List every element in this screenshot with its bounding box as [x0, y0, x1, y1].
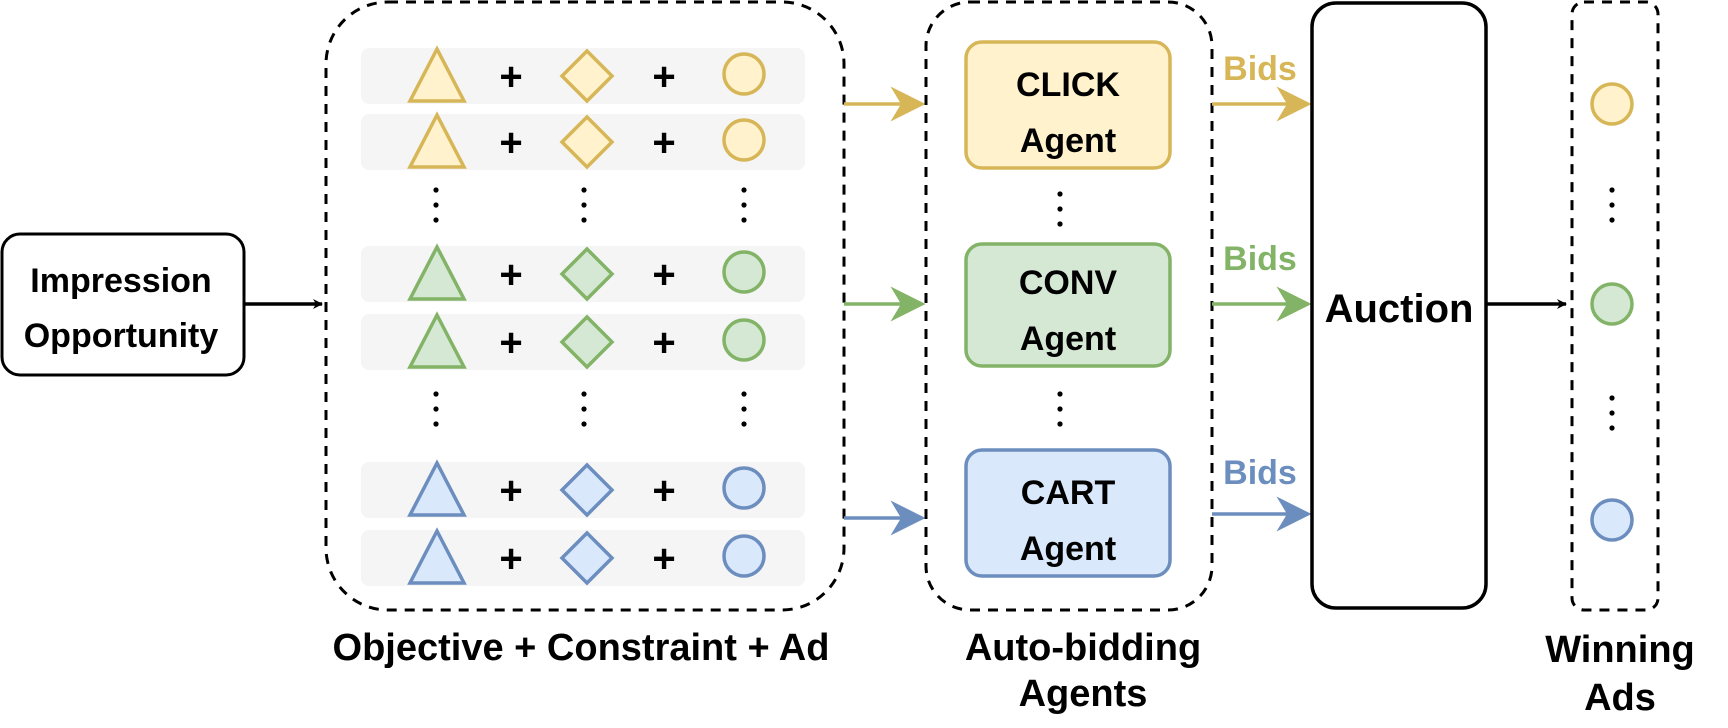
objective-triangle-icon [407, 111, 467, 169]
ellipsis-dot [741, 421, 747, 427]
winning-label-line2: Ads [1584, 677, 1656, 719]
plus-sign: + [652, 321, 675, 365]
plus-sign: + [499, 321, 522, 365]
objective-triangle-icon [407, 311, 467, 369]
ellipsis-dot [433, 391, 439, 397]
ellipsis-dot [581, 406, 587, 412]
plus-sign: + [652, 537, 675, 581]
plus-sign: + [652, 121, 675, 165]
objective-triangle-icon [407, 45, 467, 103]
cart-objective-row: ++ [361, 527, 805, 586]
click-agent-line1: CLICK [1016, 66, 1120, 104]
agents-container [924, 0, 1214, 612]
objective-rows: ++++++++++++ [361, 45, 805, 586]
auction-label: Auction [1325, 287, 1474, 331]
winning-label-line1: Winning [1545, 629, 1695, 671]
objective-ellipsis [433, 391, 747, 427]
ad-circle-icon [722, 250, 766, 294]
plus-sign: + [499, 55, 522, 99]
plus-sign: + [499, 253, 522, 297]
winning-ellipsis-2 [1609, 395, 1615, 431]
ad-circle-icon [722, 52, 766, 96]
winning-ellipsis-1 [1609, 187, 1615, 223]
conv-agent-node: CONV Agent [964, 242, 1172, 368]
conv-agent-line2: Agent [1020, 320, 1116, 358]
constraint-diamond-icon [559, 246, 615, 302]
agents-label-line1: Auto-bidding [965, 627, 1201, 669]
click-bids-label: Bids [1223, 50, 1297, 88]
ellipsis-dot [741, 187, 747, 193]
winning-ad-cart-circle [1590, 498, 1634, 542]
plus-sign: + [499, 537, 522, 581]
ellipsis-dot [741, 202, 747, 208]
constraint-diamond-icon [559, 530, 615, 586]
impression-opportunity-node: Impression Opportunity [0, 232, 246, 377]
ellipsis-dot [581, 187, 587, 193]
auction-node: Auction [1310, 1, 1488, 610]
ellipsis-dot [741, 217, 747, 223]
impression-line2: Opportunity [24, 317, 219, 355]
cart-agent-line1: CART [1021, 474, 1116, 512]
click-objective-row: ++ [361, 111, 805, 170]
conv-objective-row: ++ [361, 243, 805, 302]
ad-circle-icon [722, 466, 766, 510]
plus-sign: + [652, 55, 675, 99]
ellipsis-dot [433, 421, 439, 427]
ellipsis-dot [741, 391, 747, 397]
cart-agent-node: CART Agent [964, 448, 1172, 578]
constraint-diamond-icon [559, 462, 615, 518]
agents-ellipsis-1 [1057, 191, 1063, 227]
plus-sign: + [499, 121, 522, 165]
conv-agent-line1: CONV [1019, 264, 1118, 302]
constraint-diamond-icon [559, 48, 615, 104]
ellipsis-dot [433, 406, 439, 412]
ellipsis-dot [433, 202, 439, 208]
constraint-diamond-icon [559, 314, 615, 370]
click-objective-row: ++ [361, 45, 805, 104]
objective-container [324, 0, 846, 612]
objective-triangle-icon [407, 459, 467, 517]
ellipsis-dot [581, 217, 587, 223]
impression-line1: Impression [30, 262, 211, 300]
plus-sign: + [652, 253, 675, 297]
agents-ellipsis-2 [1057, 391, 1063, 427]
ad-circle-icon [722, 318, 766, 362]
plus-sign: + [499, 469, 522, 513]
winning-ad-click-circle [1590, 82, 1634, 126]
click-agent-line2: Agent [1020, 122, 1116, 160]
conv-objective-row: ++ [361, 311, 805, 370]
ellipsis-dot [581, 202, 587, 208]
cart-objective-row: ++ [361, 459, 805, 518]
ellipsis-dot [581, 421, 587, 427]
agents-label-line2: Agents [1019, 673, 1148, 715]
ellipsis-dot [433, 187, 439, 193]
winning-ad-conv-circle [1590, 282, 1634, 326]
constraint-diamond-icon [559, 114, 615, 170]
ellipsis-dot [581, 391, 587, 397]
objective-ellipsis [433, 187, 747, 223]
ad-circle-icon [722, 534, 766, 578]
ellipsis-dot [433, 217, 439, 223]
cart-bids-label: Bids [1223, 454, 1297, 492]
conv-bids-label: Bids [1223, 240, 1297, 278]
objective-triangle-icon [407, 243, 467, 301]
ad-circle-icon [722, 118, 766, 162]
plus-sign: + [652, 469, 675, 513]
objective-label: Objective + Constraint + Ad [333, 627, 830, 669]
ellipsis-dot [741, 406, 747, 412]
click-agent-node: CLICK Agent [964, 40, 1172, 170]
cart-agent-line2: Agent [1020, 530, 1116, 568]
objective-triangle-icon [407, 527, 467, 585]
